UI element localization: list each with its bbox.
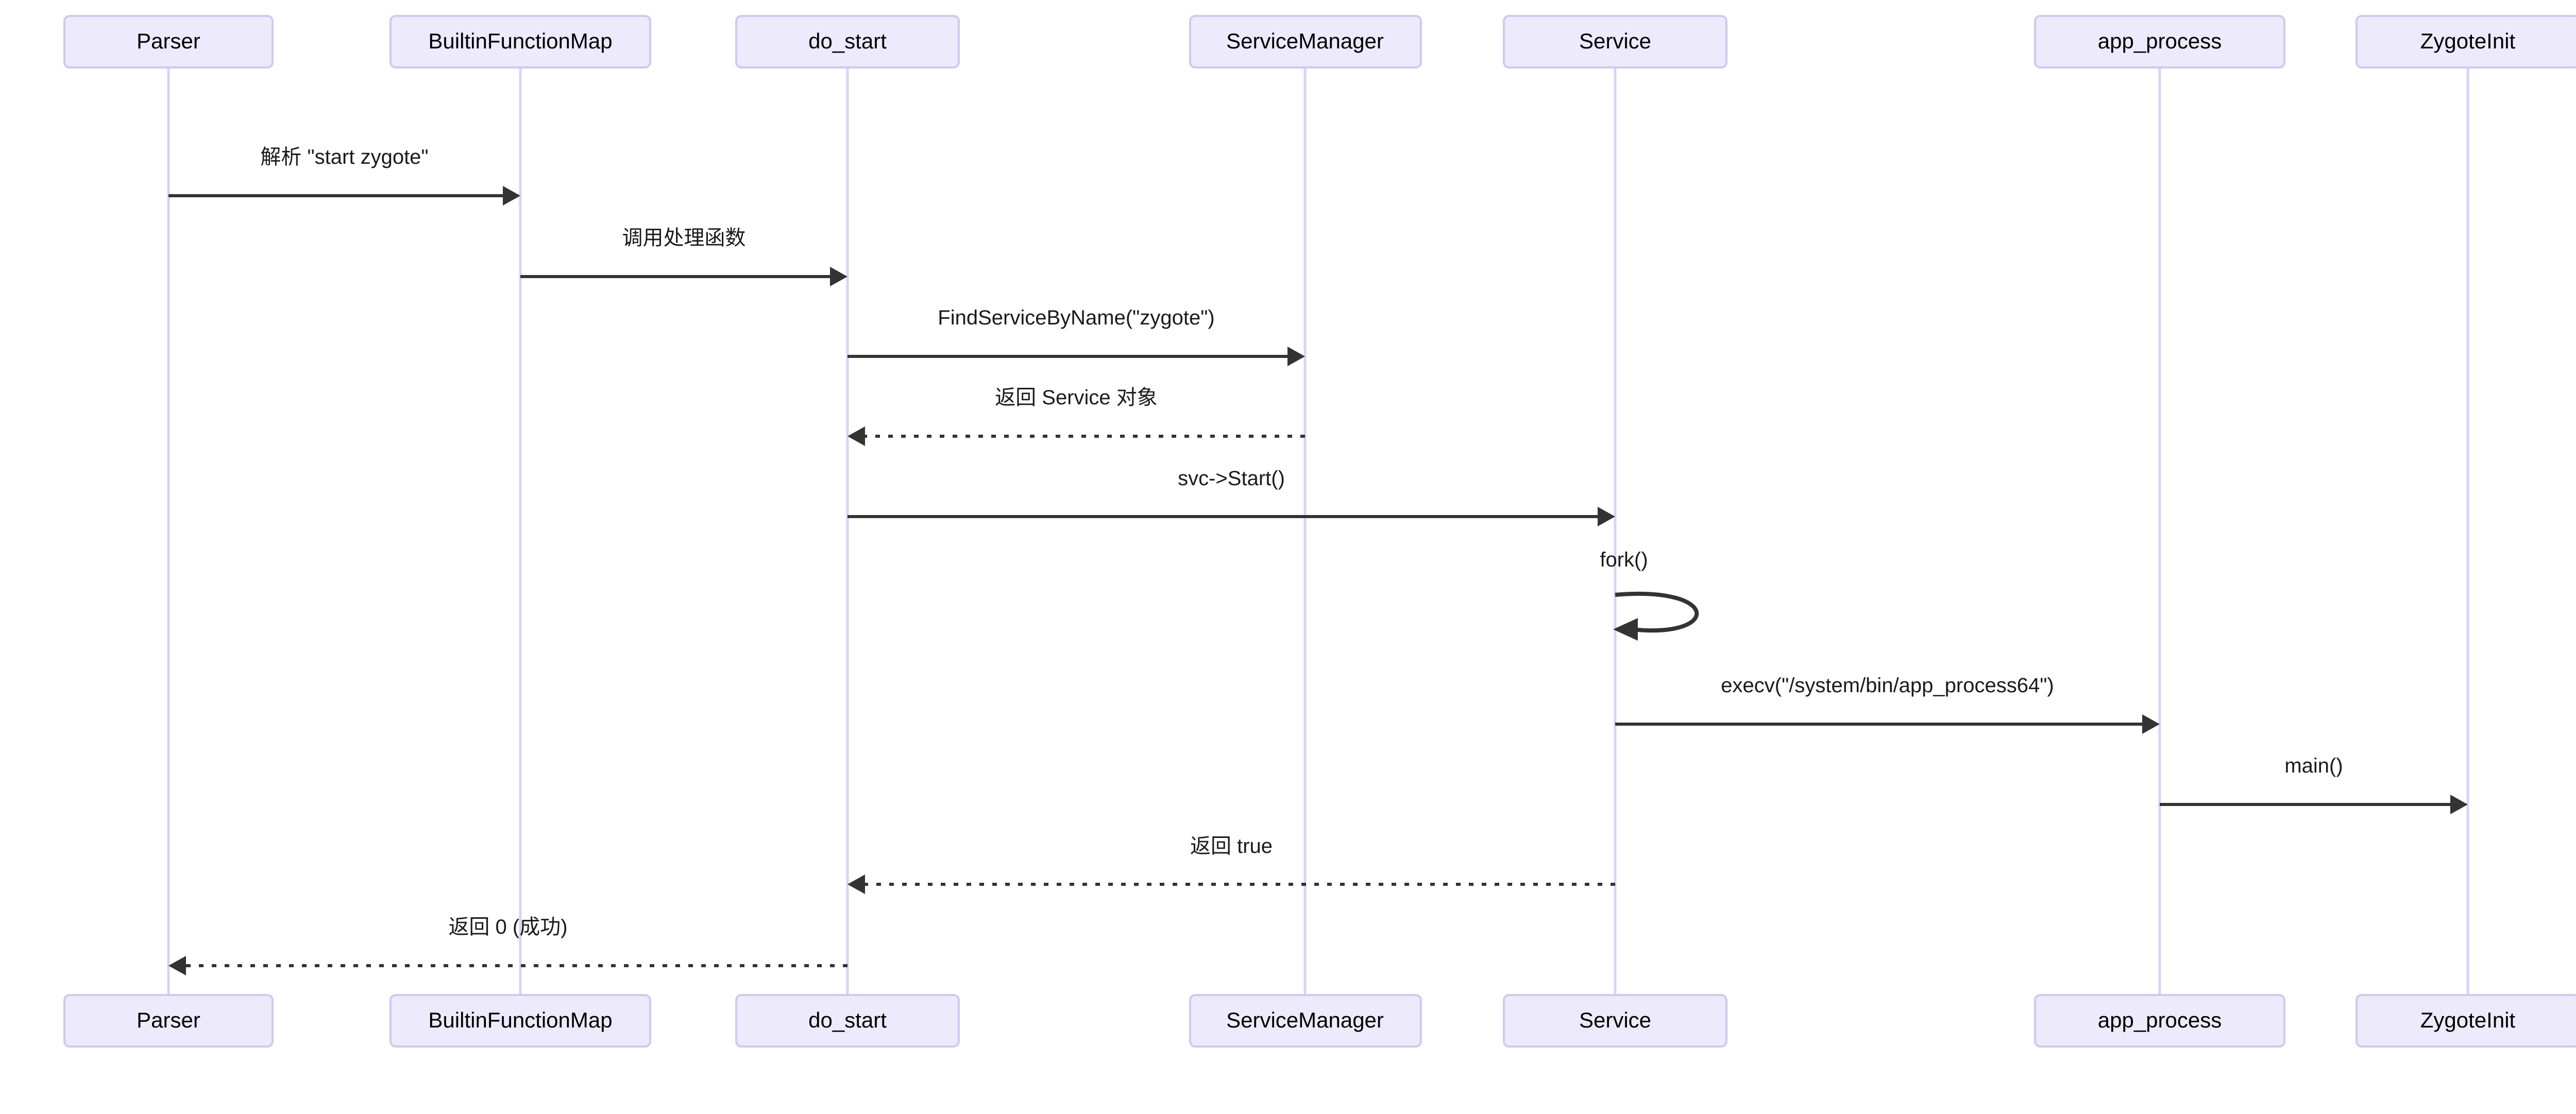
message-9-service-to-do_start[interactable]: 返回 true [848,835,1615,894]
message-label: 返回 Service 对象 [995,386,1158,409]
actor-box-top-app_process[interactable] [2034,15,2285,68]
actor-label-top-zygoteinit: ZygoteInit [2420,29,2516,53]
message-arrow-head [830,267,848,286]
actor-label-top-parser: Parser [137,29,200,53]
message-7-service-to-app_process[interactable]: execv("/system/bin/app_process64") [1615,674,2160,734]
message-arrow-head [168,956,186,975]
actor-box-bottom-zygoteinit[interactable] [2355,994,2576,1048]
actor-label-bottom-builtinfunctionmap: BuiltinFunctionMap [428,1008,612,1032]
message-label: 解析 "start zygote" [260,146,428,168]
message-label: execv("/system/bin/app_process64") [1721,674,2054,697]
actor-label-top-app_process: app_process [2098,29,2222,53]
message-arrow-head [1287,347,1305,366]
message-1-parser-to-builtinfunctionmap[interactable]: 解析 "start zygote" [168,146,520,205]
message-6-service-to-service[interactable]: fork() [1600,549,1699,641]
actor-box-bottom-app_process[interactable] [2034,994,2285,1048]
actor-box-bottom-service[interactable] [1503,994,1727,1048]
bottom-actor-boxes-group: Parser BuiltinFunctionMap do_start ServiceM… [63,994,2576,1048]
message-arrow-head [1613,618,1638,641]
actor-label-top-builtinfunctionmap: BuiltinFunctionMap [428,29,612,53]
message-label: 返回 0 (成功) [448,916,567,938]
message-label: fork() [1600,549,1648,571]
actor-box-top-parser[interactable] [63,15,274,68]
actor-box-top-service[interactable] [1503,15,1727,68]
message-arrow-head [1598,507,1615,526]
actor-box-bottom-servicemanager[interactable] [1189,994,1422,1048]
top-actor-boxes-group: Parser BuiltinFunctionMap do_start ServiceM… [63,15,2576,68]
message-4-servicemanager-to-do_start[interactable]: 返回 Service 对象 [848,386,1305,446]
message-2-builtinfunctionmap-to-do_start[interactable]: 调用处理函数 [520,227,848,286]
actor-label-bottom-parser: Parser [137,1008,200,1032]
actor-label-bottom-servicemanager: ServiceManager [1226,1008,1384,1032]
messages-group: 解析 "start zygote" 调用处理函数 FindServiceByName… [168,146,2468,975]
message-arrow-head [2450,795,2468,814]
message-arrow-head [848,875,865,894]
actor-box-bottom-do_start[interactable] [735,994,960,1048]
actor-label-top-service: Service [1579,29,1651,53]
message-label: svc->Start() [1178,467,1285,490]
message-10-do_start-to-parser[interactable]: 返回 0 (成功) [168,916,848,975]
lifelines-group [167,67,2469,995]
actor-box-top-servicemanager[interactable] [1189,15,1422,68]
actor-box-bottom-parser[interactable] [63,994,274,1048]
message-3-do_start-to-servicemanager[interactable]: FindServiceByName("zygote") [848,306,1305,366]
actor-box-bottom-builtinfunctionmap[interactable] [389,994,651,1048]
actor-label-top-do_start: do_start [808,29,887,53]
actor-label-bottom-app_process: app_process [2098,1008,2222,1032]
message-label: 调用处理函数 [622,227,746,249]
message-arrow-head [848,426,865,446]
message-arrow-head [2142,714,2160,734]
message-self-loop-path [1615,591,1699,633]
actor-box-top-builtinfunctionmap[interactable] [389,15,651,68]
message-label: 返回 true [1190,835,1273,858]
message-label: FindServiceByName("zygote") [938,306,1214,329]
message-arrow-head [503,186,520,205]
message-label: main() [2284,755,2343,777]
message-5-do_start-to-service[interactable]: svc->Start() [848,467,1615,526]
actor-label-bottom-do_start: do_start [808,1008,887,1032]
message-8-app_process-to-zygoteinit[interactable]: main() [2160,755,2468,814]
actor-label-top-servicemanager: ServiceManager [1226,29,1384,53]
actor-box-top-zygoteinit[interactable] [2355,15,2576,68]
actor-box-top-do_start[interactable] [735,15,960,68]
actor-label-bottom-service: Service [1579,1008,1651,1032]
actor-label-bottom-zygoteinit: ZygoteInit [2420,1008,2516,1032]
